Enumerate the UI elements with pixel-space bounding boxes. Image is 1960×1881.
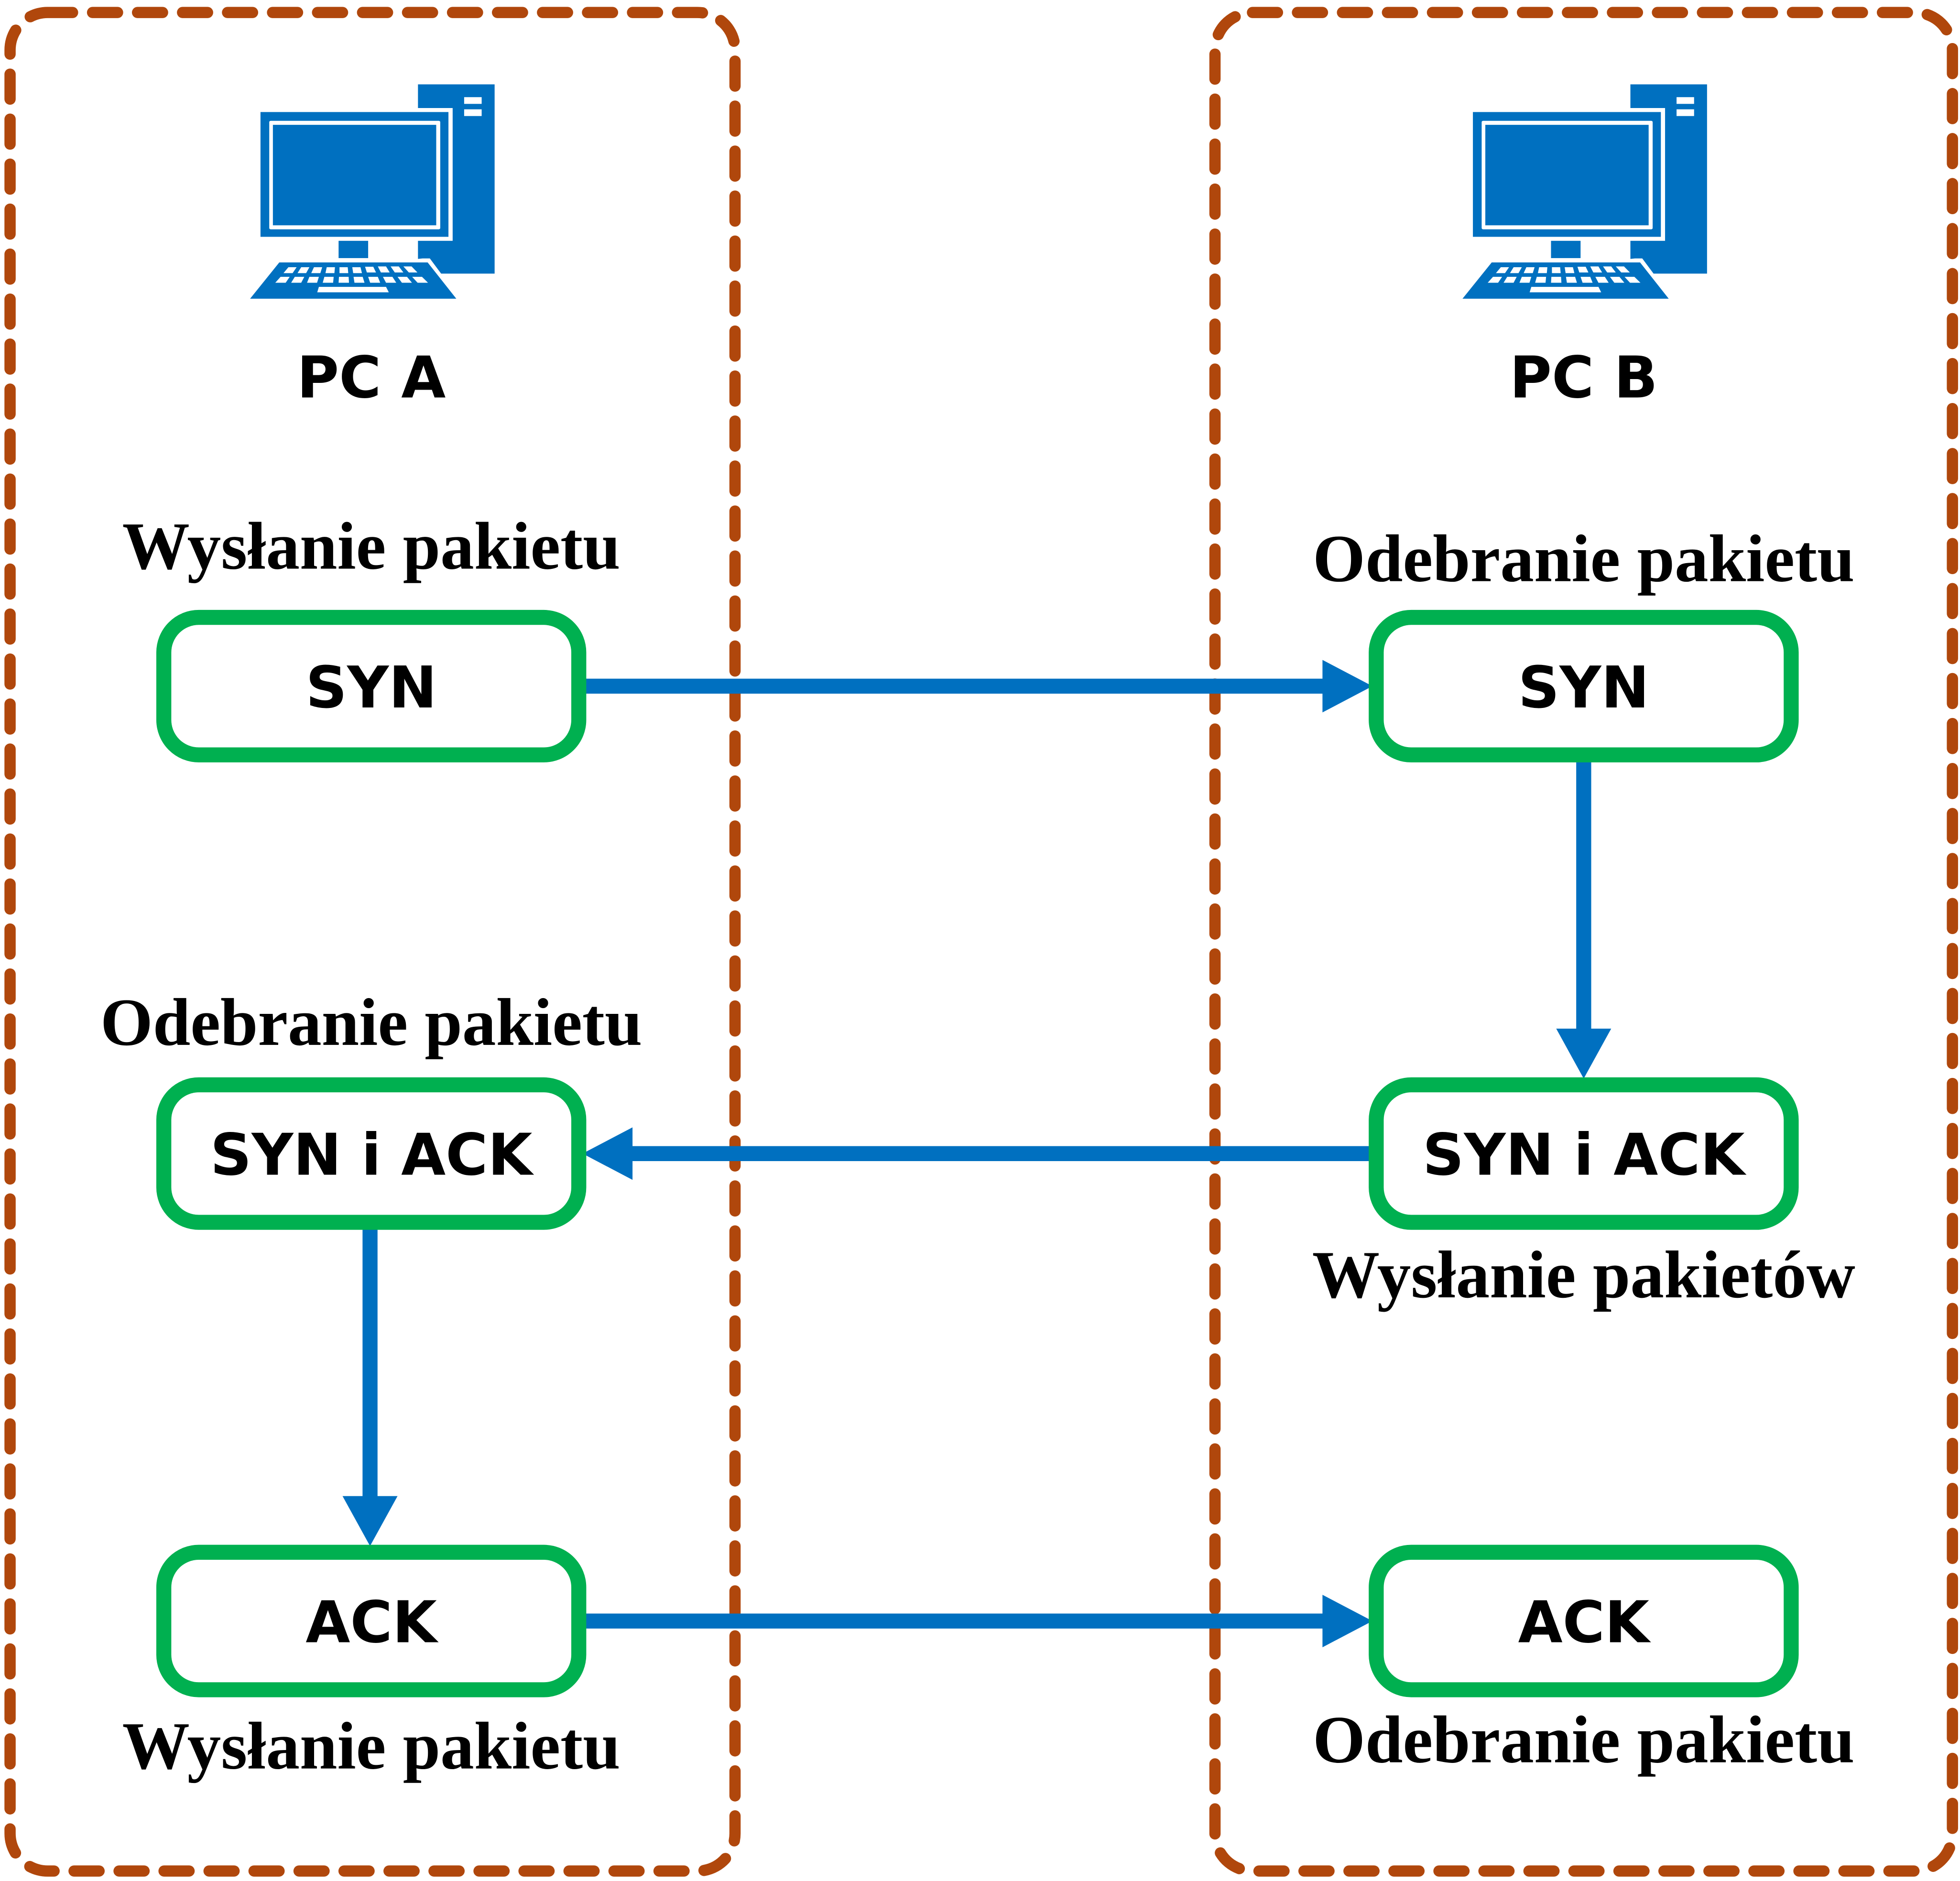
packet-box-b-syn	[1369, 609, 1799, 762]
caption: Odebranie pakietu	[100, 985, 642, 1060]
packet-box-a-synack	[156, 1077, 587, 1230]
desktop-computer-icon	[250, 84, 495, 299]
caption: Odebranie pakietu	[1313, 521, 1854, 596]
caption: Odebranie pakietu	[1313, 1702, 1854, 1777]
arrowhead	[1322, 1595, 1372, 1648]
packet-box-a-ack	[156, 1544, 587, 1697]
packet-label: ACK	[1518, 1589, 1651, 1656]
pc-b-title: PC B	[1510, 344, 1658, 411]
packet-label: ACK	[305, 1589, 438, 1656]
arrowhead	[1556, 1028, 1612, 1079]
packet-box-a-syn	[156, 609, 587, 762]
packet-label: SYN i ACK	[210, 1122, 534, 1189]
packet-label: SYN	[306, 654, 437, 721]
pc-b-container	[1209, 7, 1958, 1877]
arrowhead	[1322, 660, 1372, 713]
pc-a-container	[4, 7, 741, 1877]
desktop-computer-icon	[1462, 84, 1707, 299]
arrows	[342, 660, 1612, 1648]
caption: Wysłanie pakietu	[122, 509, 621, 584]
caption: Wysłanie pakietu	[122, 1708, 621, 1783]
packet-label: SYN	[1518, 654, 1649, 721]
packet-box-b-ack	[1369, 1544, 1799, 1697]
packet-box-b-synack	[1369, 1077, 1799, 1230]
packet-label: SYN i ACK	[1423, 1122, 1747, 1189]
pc-a-title: PC A	[297, 344, 446, 411]
arrowhead	[342, 1496, 398, 1546]
arrowhead	[582, 1127, 633, 1180]
caption: Wysłanie pakietów	[1312, 1237, 1855, 1312]
